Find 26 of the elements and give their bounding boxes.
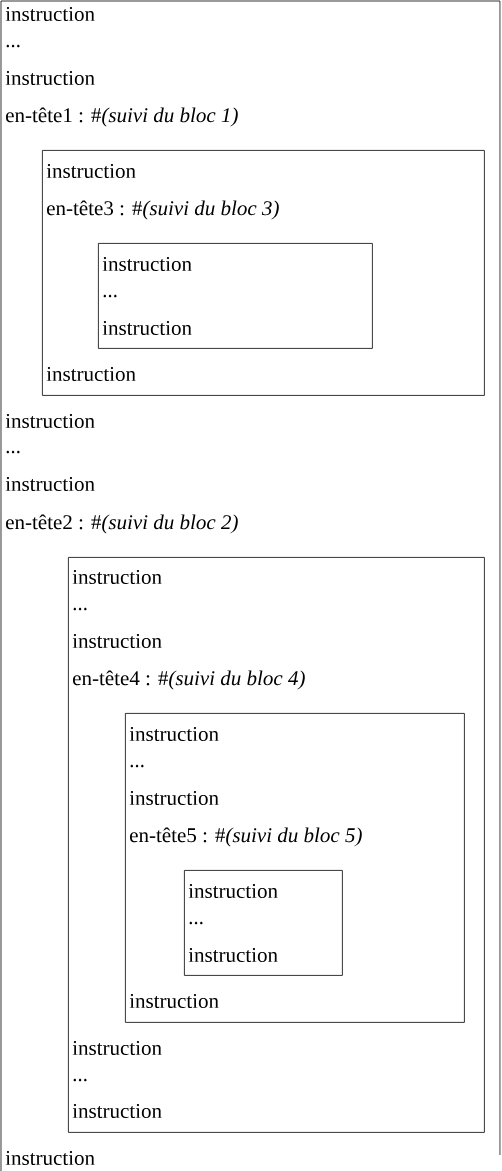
node-label: instruction bbox=[5, 413, 95, 429]
node-label: en-tête4 : #(suivi du bloc 4) bbox=[73, 670, 305, 690]
node-label: ... bbox=[73, 1078, 87, 1082]
node-label: instruction bbox=[72, 1103, 162, 1119]
node-label: instruction bbox=[5, 1150, 95, 1166]
node-label: instruction bbox=[46, 163, 136, 179]
node-label: instruction bbox=[46, 366, 136, 382]
node-label: instruction bbox=[5, 6, 95, 22]
node-label: en-tête3 : #(suivi du bloc 3) bbox=[47, 200, 279, 220]
node-label: en-tête1 : #(suivi du bloc 1) bbox=[6, 107, 238, 127]
node-label: instruction bbox=[5, 70, 95, 86]
node-label: instruction bbox=[129, 790, 219, 806]
node-label: en-tête2 : #(suivi du bloc 2) bbox=[6, 514, 238, 534]
node-label: instruction bbox=[129, 726, 219, 742]
node-label: instruction bbox=[72, 1040, 162, 1056]
node-label: instruction bbox=[72, 633, 162, 649]
code-block: instruction ... instruction bbox=[184, 870, 343, 976]
code-block: instruction ... instruction bbox=[98, 243, 373, 349]
node-label: instruction bbox=[129, 993, 219, 1009]
node-label: ... bbox=[130, 764, 144, 768]
node-label: ... bbox=[73, 607, 87, 611]
node-label: en-tête5 : #(suivi du bloc 5) bbox=[130, 827, 362, 847]
node-label: instruction bbox=[5, 476, 95, 492]
node-label: ... bbox=[6, 44, 20, 48]
node-label: instruction bbox=[72, 569, 162, 585]
node-label: ... bbox=[6, 450, 20, 454]
